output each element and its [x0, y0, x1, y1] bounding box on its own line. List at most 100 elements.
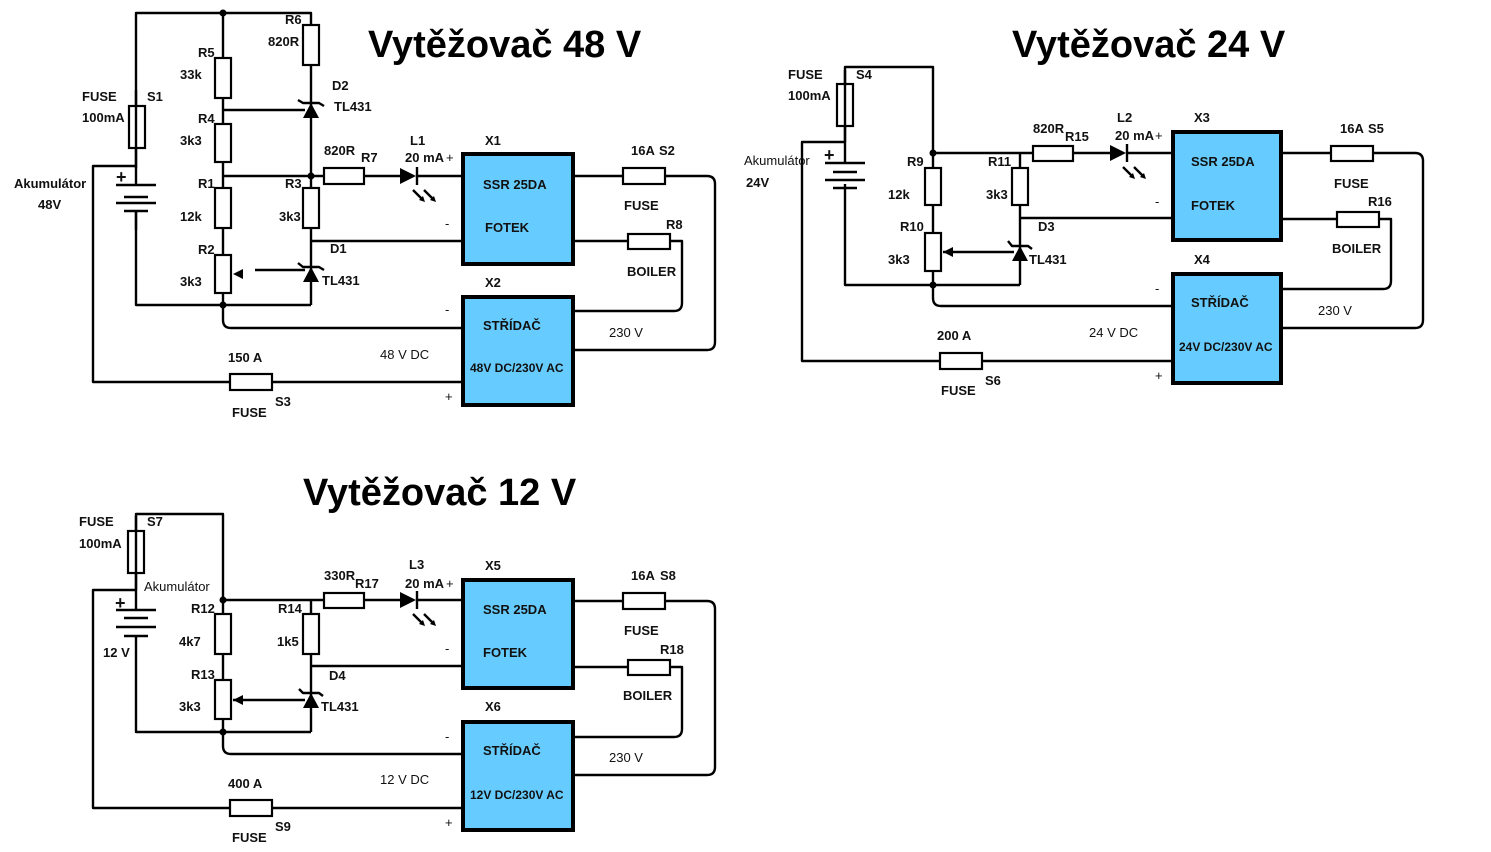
- tl431-d3-icon: [1007, 240, 1033, 261]
- l3-current: 20 mA: [405, 576, 445, 591]
- r13-ref: R13: [191, 667, 215, 682]
- x4-line2: 24V DC/230V AC: [1179, 340, 1273, 354]
- fuse-s9: [228, 798, 274, 818]
- r14-ref: R14: [278, 601, 303, 616]
- potentiometer-r2: [213, 253, 233, 295]
- l3-ref: L3: [409, 557, 424, 572]
- wires-24v: [800, 65, 1425, 363]
- r15-value: 820R: [1033, 121, 1065, 136]
- s3-ref: S3: [275, 394, 291, 409]
- fuse-s1-label: FUSE: [82, 89, 117, 104]
- r4-ref: R4: [198, 111, 215, 126]
- x6-minus: -: [445, 729, 449, 744]
- fuse-s1-ref: S1: [147, 89, 163, 104]
- dc-label: 24 V DC: [1089, 325, 1138, 340]
- resistor-r17: [322, 591, 366, 610]
- x6-line2: 12V DC/230V AC: [470, 788, 564, 802]
- x1-minus: -: [445, 216, 449, 231]
- junction: [219, 9, 227, 17]
- x1-line1: SSR 25DA: [483, 177, 547, 192]
- ac-label: 230 V: [1318, 303, 1352, 318]
- r17-value: 330R: [324, 568, 356, 583]
- potentiometer-r10: [923, 231, 943, 273]
- l1-plus: +: [446, 150, 454, 165]
- resistor-r12: [213, 612, 233, 656]
- l2-plus: +: [1155, 128, 1163, 143]
- s9-label: FUSE: [232, 830, 267, 845]
- l1-current: 20 mA: [405, 150, 445, 165]
- inverter-block-x6: [461, 720, 575, 832]
- battery-name: Akumulátor: [744, 153, 810, 168]
- s4-rating: 100mA: [788, 88, 831, 103]
- wiper-arrow-icon: [233, 695, 243, 705]
- x4-plus: +: [1155, 368, 1163, 383]
- r16-ref: R16: [1368, 194, 1392, 209]
- d2-part: TL431: [334, 99, 372, 114]
- fuse-s1-rating: 100mA: [82, 110, 125, 125]
- d4-ref: D4: [329, 668, 346, 683]
- r9-value: 12k: [888, 187, 910, 202]
- battery-icon: +: [116, 166, 156, 230]
- resistor-r9: [923, 166, 943, 207]
- r8-ref: R8: [666, 217, 683, 232]
- x5-minus: -: [445, 641, 449, 656]
- battery-icon: +: [115, 590, 156, 638]
- s3-label: FUSE: [232, 405, 267, 420]
- title-24v: Vytěžovač 24 V: [1012, 24, 1286, 66]
- r12-value: 4k7: [179, 634, 201, 649]
- resistor-r5: [213, 56, 233, 100]
- s9-ref: S9: [275, 819, 291, 834]
- fuse-s8: [621, 591, 667, 611]
- l2-ref: L2: [1117, 110, 1132, 125]
- l1-ref: L1: [410, 133, 425, 148]
- resistor-r15: [1031, 144, 1075, 163]
- ac-label: 230 V: [609, 325, 643, 340]
- r7-ref: R7: [361, 150, 378, 165]
- wiper-arrow-icon: [943, 247, 953, 257]
- r4-value: 3k3: [180, 133, 202, 148]
- x5-ref: X5: [485, 558, 501, 573]
- fuse-s2: [621, 166, 667, 186]
- led-icon: [400, 167, 436, 202]
- r11-ref: R11: [988, 154, 1011, 169]
- r5-value: 33k: [180, 67, 202, 82]
- s7-label: FUSE: [79, 514, 114, 529]
- x2-minus: -: [445, 302, 449, 317]
- r10-ref: R10: [900, 219, 924, 234]
- r5-ref: R5: [198, 45, 215, 60]
- r18-ref: R18: [660, 642, 684, 657]
- s8-label: FUSE: [624, 623, 659, 638]
- resistor-r11: [1010, 166, 1030, 207]
- circuit-12v: Vytěžovač 12 V FUSE 100mA S7: [79, 472, 717, 845]
- s4-label: FUSE: [788, 67, 823, 82]
- r3-ref: R3: [285, 176, 302, 191]
- x4-line1: STŘÍDAČ: [1191, 295, 1249, 310]
- d3-part: TL431: [1029, 252, 1067, 267]
- ac-label: 230 V: [609, 750, 643, 765]
- junction: [929, 149, 937, 157]
- s4-ref: S4: [856, 67, 873, 82]
- x5-line2: FOTEK: [483, 645, 528, 660]
- r14-value: 1k5: [277, 634, 299, 649]
- s5-rating: 16A: [1340, 121, 1364, 136]
- junction: [929, 281, 937, 289]
- s8-ref: S8: [660, 568, 676, 583]
- x3-line1: SSR 25DA: [1191, 154, 1255, 169]
- r1-value: 12k: [180, 209, 202, 224]
- s6-label: FUSE: [941, 383, 976, 398]
- x3-ref: X3: [1194, 110, 1210, 125]
- x3-line2: FOTEK: [1191, 198, 1236, 213]
- r1-ref: R1: [198, 176, 215, 191]
- s7-rating: 100mA: [79, 536, 122, 551]
- s9-rating: 400 A: [228, 776, 263, 791]
- dc-label: 48 V DC: [380, 347, 429, 362]
- s6-ref: S6: [985, 373, 1001, 388]
- junction: [219, 596, 227, 604]
- boiler-label: BOILER: [1332, 241, 1382, 256]
- d4-part: TL431: [321, 699, 359, 714]
- led-icon: [1110, 144, 1146, 179]
- resistor-r4: [213, 122, 233, 164]
- battery-voltage: 12 V: [103, 645, 130, 660]
- junction: [219, 301, 227, 309]
- battery-icon: +: [824, 142, 865, 190]
